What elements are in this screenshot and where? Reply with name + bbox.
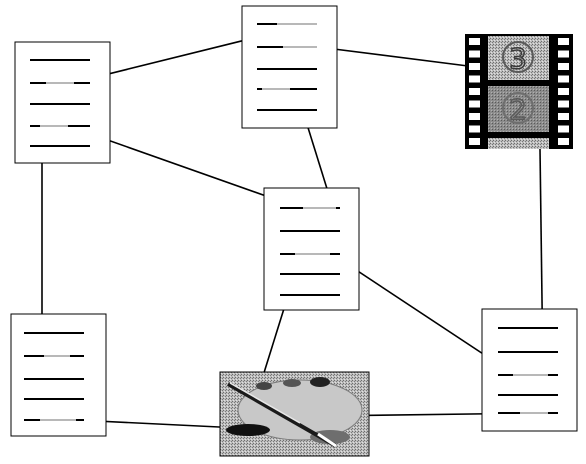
countdown-number-2: 2 bbox=[509, 93, 527, 126]
image-node[interactable] bbox=[219, 371, 370, 457]
sprocket-hole bbox=[558, 138, 569, 145]
sprocket-hole bbox=[469, 63, 480, 70]
document-page bbox=[241, 5, 338, 129]
countdown-number-3: 3 bbox=[509, 42, 527, 75]
paint-blob bbox=[226, 424, 270, 436]
sprocket-hole bbox=[558, 38, 569, 45]
document-node[interactable] bbox=[481, 308, 578, 432]
sprocket-hole bbox=[558, 50, 569, 58]
paintbrush-ferrule bbox=[317, 432, 337, 448]
text-lines bbox=[30, 59, 90, 147]
sprocket-hole bbox=[558, 113, 569, 120]
countdown-circle bbox=[502, 41, 534, 73]
document-page bbox=[263, 187, 360, 311]
link-line-doc-top-center-to-film-strip bbox=[317, 46, 469, 67]
document-node[interactable] bbox=[14, 41, 111, 164]
paint-blob bbox=[310, 430, 350, 444]
document-page bbox=[10, 313, 107, 437]
sprocket-hole bbox=[558, 100, 569, 108]
sprocket-hole bbox=[469, 50, 480, 58]
sprocket-hole bbox=[469, 138, 480, 145]
text-lines bbox=[498, 327, 558, 414]
document-node[interactable] bbox=[241, 5, 338, 129]
document-node[interactable] bbox=[10, 313, 107, 437]
document-page bbox=[14, 41, 111, 164]
film-strip-node[interactable]: 3 2 bbox=[465, 34, 573, 149]
film-sprocket-holes bbox=[469, 38, 569, 145]
sprocket-hole bbox=[469, 113, 480, 120]
palette-shape bbox=[237, 379, 363, 441]
text-lines bbox=[280, 207, 340, 296]
paint-blob bbox=[310, 377, 330, 387]
sprocket-hole bbox=[469, 88, 480, 95]
sprocket-hole bbox=[558, 88, 569, 95]
sprocket-hole bbox=[469, 38, 480, 45]
sprocket-hole bbox=[469, 75, 480, 83]
countdown-circle bbox=[502, 92, 534, 124]
text-lines bbox=[24, 332, 84, 421]
sprocket-hole bbox=[558, 75, 569, 83]
document-page bbox=[481, 308, 578, 432]
document-node[interactable] bbox=[263, 187, 360, 311]
sprocket-hole bbox=[558, 125, 569, 133]
text-lines bbox=[257, 23, 317, 111]
paintbrush-highlight bbox=[229, 382, 301, 424]
sprocket-hole bbox=[469, 100, 480, 108]
paint-blob bbox=[256, 382, 272, 390]
sprocket-hole bbox=[558, 63, 569, 70]
sprocket-hole bbox=[469, 125, 480, 133]
film-frame-next bbox=[488, 138, 549, 149]
paint-blob bbox=[283, 379, 301, 387]
